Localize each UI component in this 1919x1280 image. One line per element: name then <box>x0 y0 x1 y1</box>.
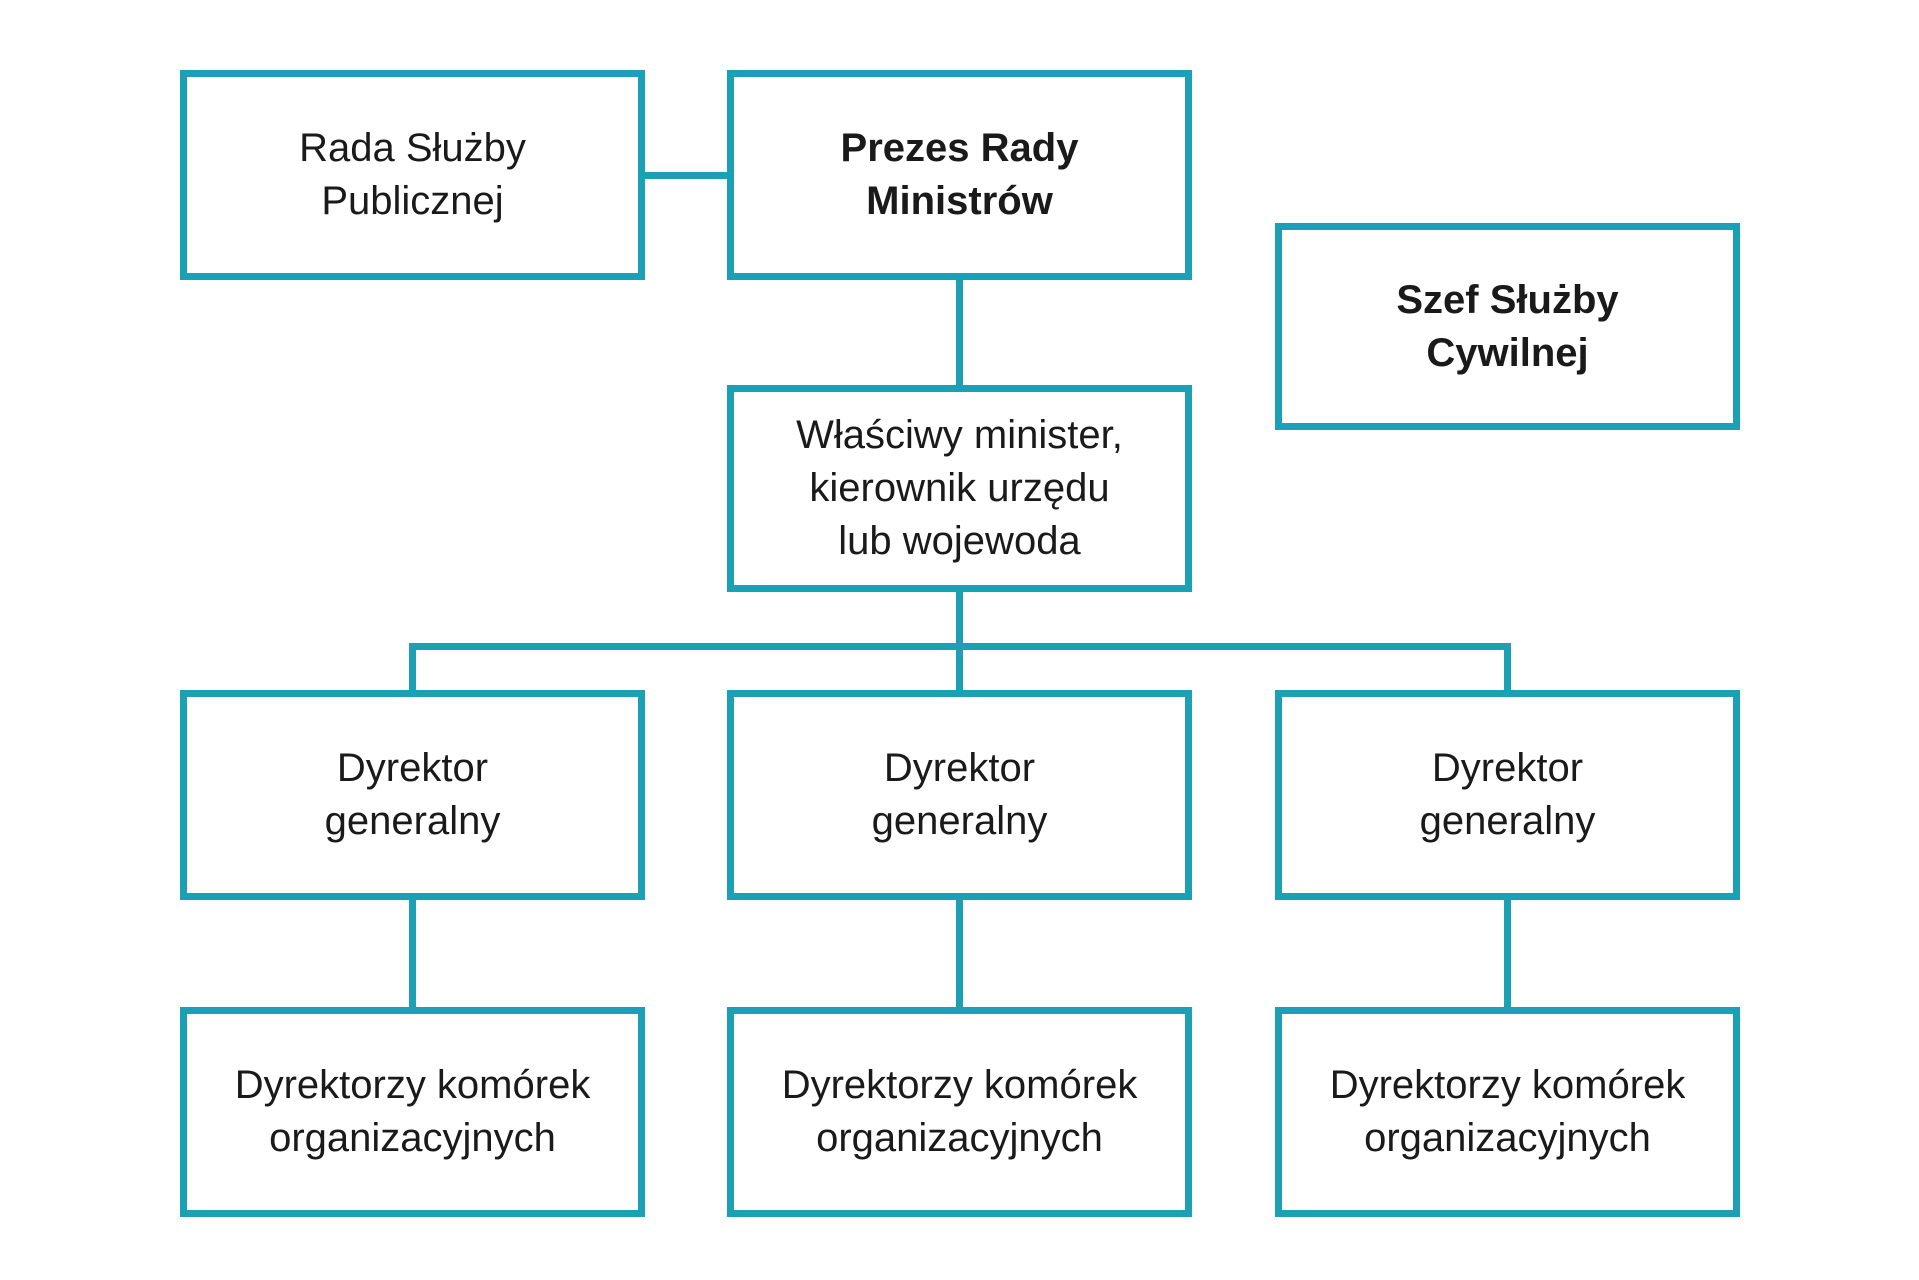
node-wlasciwy-minister: Właściwy minister, kierownik urzędu lub … <box>727 385 1192 592</box>
node-label-line: Szef Służby <box>1396 277 1619 322</box>
node-dyrektor-generalny-2: Dyrektor generalny <box>727 690 1192 900</box>
node-label-line: Cywilnej <box>1426 330 1589 375</box>
node-label-line: Dyrektor <box>883 746 1036 790</box>
node-label-line: Dyrektor <box>1431 746 1584 790</box>
node-label-line: Prezes Rady <box>840 126 1079 170</box>
node-prezes-rady-ministrow: Prezes Rady Ministrów <box>727 70 1192 280</box>
node-dyrektor-generalny-3: Dyrektor generalny <box>1275 690 1740 900</box>
connector-minister-branch <box>956 591 963 690</box>
node-label-line: organizacyjnych <box>816 1116 1103 1160</box>
node-dyrektorzy-komorek-1: Dyrektorzy komórek organizacyjnych <box>180 1007 645 1217</box>
node-label-line: Właściwy minister, <box>796 413 1123 457</box>
branch-stub-right <box>1504 643 1511 690</box>
node-label-line: Rada Służby <box>299 126 526 170</box>
node-dyrektorzy-komorek-3: Dyrektorzy komórek organizacyjnych <box>1275 1007 1740 1217</box>
node-dyrektor-generalny-1: Dyrektor generalny <box>180 690 645 900</box>
node-label-line: generalny <box>871 799 1048 843</box>
branch-line <box>409 643 1511 650</box>
connector-dyrektor1-org1 <box>409 900 416 1007</box>
node-label-line: Dyrektor <box>336 746 489 790</box>
connector-prezes-minister <box>956 280 963 385</box>
connector-dyrektor3-org3 <box>1504 900 1511 1007</box>
node-label-line: lub wojewoda <box>838 519 1081 563</box>
connector-dyrektor2-org2 <box>956 900 963 1007</box>
node-label-line: organizacyjnych <box>1364 1116 1651 1160</box>
node-label-line: kierownik urzędu <box>809 466 1110 510</box>
node-label-line: Dyrektorzy komórek <box>234 1063 591 1107</box>
branch-stub-left <box>409 643 416 690</box>
node-label-line: generalny <box>324 799 501 843</box>
node-label-line: Dyrektorzy komórek <box>1329 1063 1686 1107</box>
node-label-line: organizacyjnych <box>269 1116 556 1160</box>
node-rada-sluzby-publicznej: Rada Służby Publicznej <box>180 70 645 280</box>
node-label-line: Publicznej <box>321 179 504 223</box>
connector-rada-prezes <box>645 172 727 179</box>
node-szef-sluzby-cywilnej: Szef Służby Cywilnej <box>1275 223 1740 430</box>
node-dyrektorzy-komorek-2: Dyrektorzy komórek organizacyjnych <box>727 1007 1192 1217</box>
node-label-line: Ministrów <box>866 179 1053 223</box>
node-label-line: Dyrektorzy komórek <box>781 1063 1138 1107</box>
node-label-line: generalny <box>1419 799 1596 843</box>
